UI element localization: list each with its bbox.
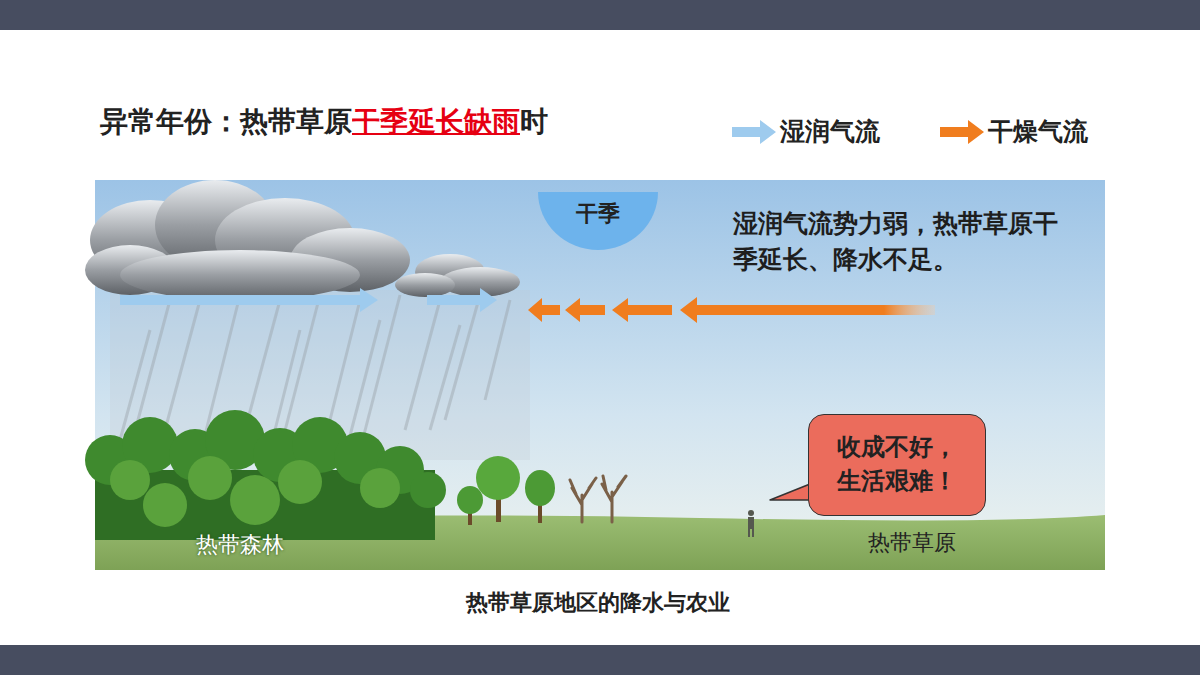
moist-airflow-arrows <box>120 288 497 312</box>
explanation-note: 湿润气流势力弱，热带草原干季延长、降水不足。 <box>733 206 1073 279</box>
savanna-trees <box>457 456 555 525</box>
speech-bubble: 收成不好，生活艰难！ <box>808 414 986 516</box>
figure-caption: 热带草原地区的降水与农业 <box>0 588 1196 619</box>
sky <box>95 180 1105 570</box>
slide-title: 异常年份：热带草原干季延长缺雨时 <box>100 102 548 141</box>
moist-legend-arrow <box>732 117 778 147</box>
node-text: 收成不好，生活艰难！ <box>827 431 967 498</box>
clouds <box>85 180 520 300</box>
dry-airflow-arrows <box>528 297 935 323</box>
bottom-bar <box>0 645 1200 675</box>
top-bar <box>0 0 1200 30</box>
forest-label: 热带森林 <box>196 530 284 561</box>
node-text: 干季 <box>558 199 638 230</box>
legend-text: 湿润气流 <box>780 114 880 149</box>
farmer-figure <box>748 510 754 537</box>
dead-trees <box>570 476 626 522</box>
legend-text: 干燥气流 <box>988 114 1088 149</box>
dry-legend-arrow <box>940 117 986 147</box>
dry-season-badge: 干季 <box>538 192 658 250</box>
savanna-label: 热带草原 <box>868 528 960 558</box>
forest <box>85 410 446 540</box>
